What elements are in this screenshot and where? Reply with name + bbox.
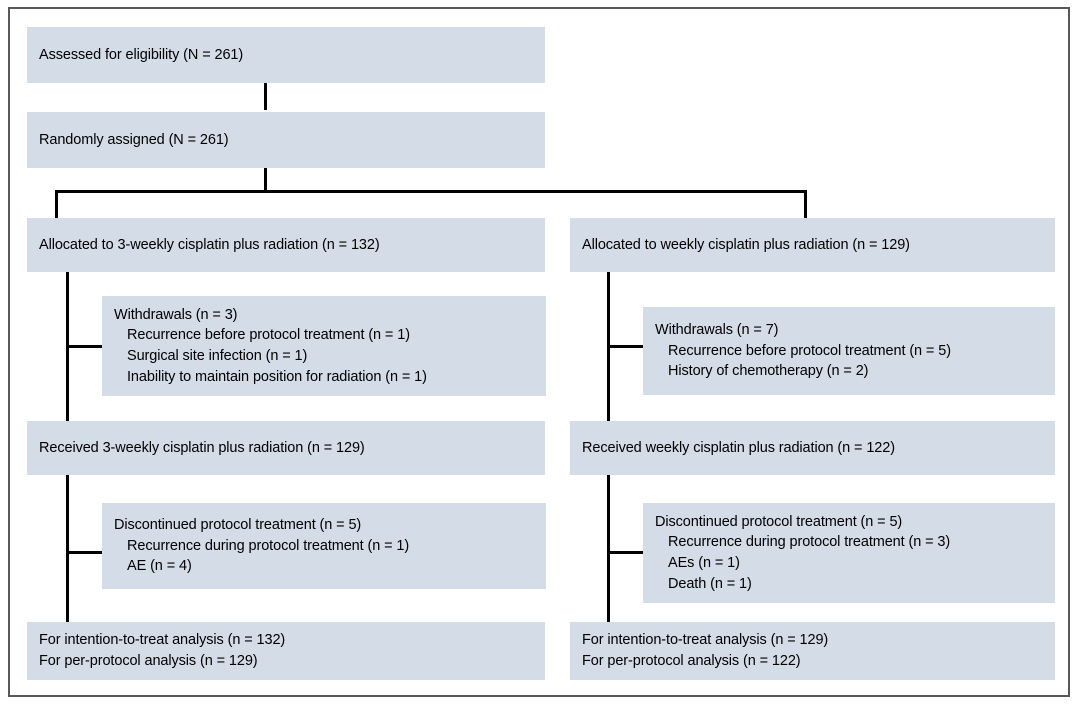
discontinued-item: AE (n = 4) <box>127 558 192 575</box>
node-allocated-3-weekly: Allocated to 3-weekly cisplatin plus rad… <box>27 218 545 272</box>
node-discontinued-3-weekly: Discontinued protocol treatment (n = 5) … <box>102 503 546 589</box>
connector-split-bar <box>55 190 807 193</box>
connector-randomized-stem <box>264 168 267 192</box>
withdrawals-item: History of chemotherapy (n = 2) <box>668 363 869 380</box>
connector-assessed-to-randomized <box>264 82 267 110</box>
node-text: Allocated to weekly cisplatin plus radia… <box>582 236 910 253</box>
node-analysis-3-weekly: For intention-to-treat analysis (n = 132… <box>27 622 545 680</box>
node-received-weekly: Received weekly cisplatin plus radiation… <box>570 421 1055 475</box>
connector-right-stub-discontinued <box>607 551 644 554</box>
analysis-pp: For per-protocol analysis (n = 129) <box>39 653 258 669</box>
connector-right-stub-withdrawals <box>607 345 644 348</box>
discontinued-heading: Discontinued protocol treatment (n = 5) <box>114 517 362 534</box>
connector-left-spine-lower <box>66 475 69 622</box>
withdrawals-heading: Withdrawals (n = 7) <box>655 322 779 339</box>
withdrawals-item: Recurrence before protocol treatment (n … <box>127 327 410 344</box>
node-text: Received weekly cisplatin plus radiation… <box>582 439 895 456</box>
discontinued-item: AEs (n = 1) <box>668 555 740 571</box>
connector-right-spine-lower <box>607 475 610 622</box>
discontinued-item: Recurrence during protocol treatment (n … <box>668 534 951 551</box>
node-withdrawals-3-weekly: Withdrawals (n = 3) Recurrence before pr… <box>102 296 546 396</box>
node-assessed-for-eligibility: Assessed for eligibility (N = 261) <box>27 27 545 83</box>
connector-split-drop-right <box>804 190 807 218</box>
node-text: Randomly assigned (N = 261) <box>39 131 229 148</box>
node-analysis-weekly: For intention-to-treat analysis (n = 129… <box>570 622 1055 680</box>
connector-left-stub-discontinued <box>66 551 103 554</box>
node-text: Assessed for eligibility (N = 261) <box>39 46 244 63</box>
discontinued-item: Death (n = 1) <box>668 575 752 592</box>
discontinued-heading: Discontinued protocol treatment (n = 5) <box>655 513 903 530</box>
analysis-itt: For intention-to-treat analysis (n = 129… <box>582 632 829 649</box>
node-text: Received 3-weekly cisplatin plus radiati… <box>39 439 365 456</box>
node-discontinued-weekly: Discontinued protocol treatment (n = 5) … <box>643 503 1055 603</box>
node-text: Allocated to 3-weekly cisplatin plus rad… <box>39 236 380 253</box>
withdrawals-item: Inability to maintain position for radia… <box>127 368 427 385</box>
discontinued-item: Recurrence during protocol treatment (n … <box>127 537 410 554</box>
node-withdrawals-weekly: Withdrawals (n = 7) Recurrence before pr… <box>643 307 1055 395</box>
withdrawals-heading: Withdrawals (n = 3) <box>114 306 238 323</box>
connector-left-stub-withdrawals <box>66 345 103 348</box>
analysis-itt: For intention-to-treat analysis (n = 132… <box>39 632 286 649</box>
withdrawals-item: Surgical site infection (n = 1) <box>127 348 308 364</box>
node-randomly-assigned: Randomly assigned (N = 261) <box>27 112 545 168</box>
analysis-pp: For per-protocol analysis (n = 122) <box>582 653 801 669</box>
connector-split-drop-left <box>55 190 58 218</box>
node-received-3-weekly: Received 3-weekly cisplatin plus radiati… <box>27 421 545 475</box>
withdrawals-item: Recurrence before protocol treatment (n … <box>668 342 951 359</box>
node-allocated-weekly: Allocated to weekly cisplatin plus radia… <box>570 218 1055 272</box>
